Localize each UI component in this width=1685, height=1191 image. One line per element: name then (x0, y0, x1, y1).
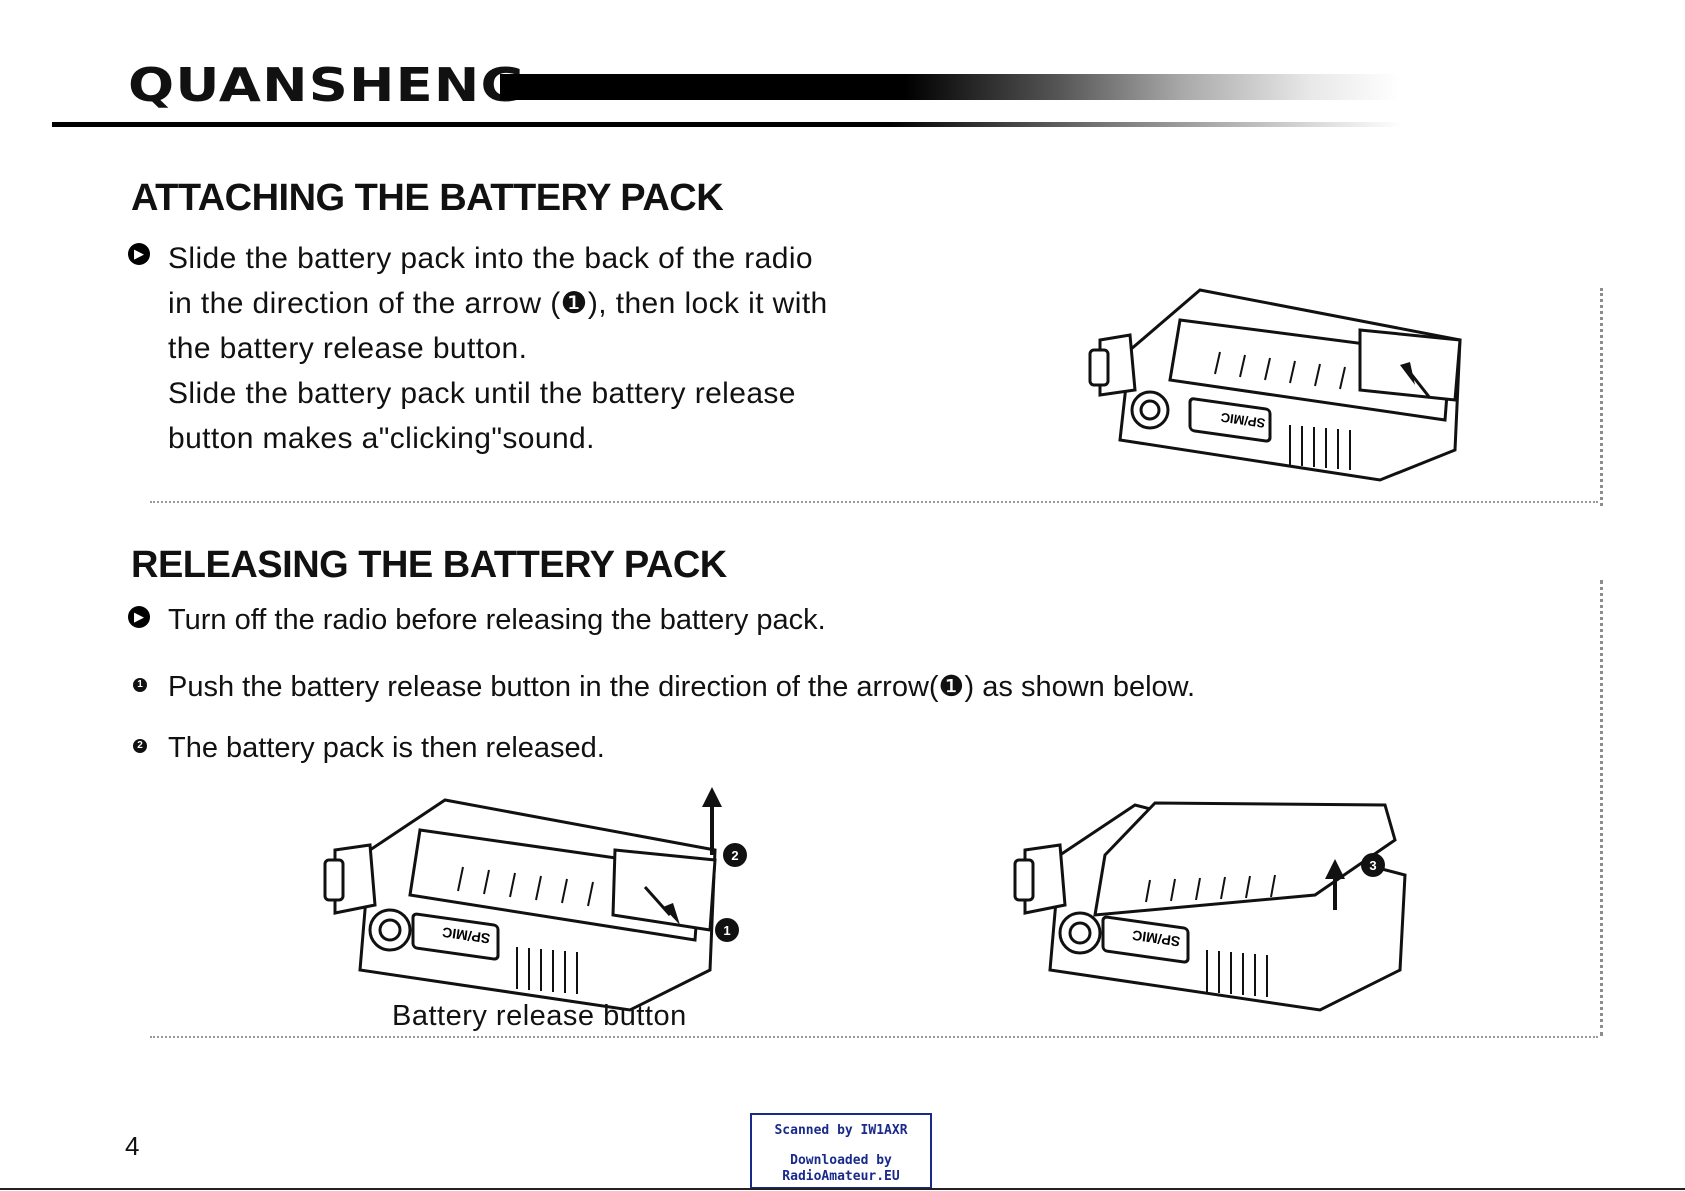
callout-3-icon (1361, 853, 1385, 877)
section-heading-attaching: ATTACHING THE BATTERY PACK (131, 177, 724, 219)
scan-line: Downloaded by (790, 1153, 892, 1168)
attach-line: the battery release button. (168, 332, 528, 365)
scan-line: Scanned by IW1AXR (774, 1123, 908, 1138)
section-divider (150, 1036, 1598, 1038)
page-number: 4 (125, 1131, 140, 1161)
release-step-2: The battery pack is then released. (168, 732, 605, 764)
connector-label: SP/MIC (441, 924, 491, 947)
bullet-arrow-icon: ▶ (128, 606, 150, 628)
attach-instructions: Slide the battery pack into the back of … (168, 236, 928, 461)
step-number-1: 1 (133, 678, 147, 692)
attach-line: Slide the battery pack until the battery… (168, 377, 796, 410)
radio-release-button-illustration: SP/MIC 2 1 (323, 787, 747, 1012)
battery-release-caption: Battery release button (392, 1000, 687, 1032)
connector-label: SP/MIC (1131, 927, 1181, 950)
attach-line: in the direction of the arrow (❶), then … (168, 287, 828, 320)
section-divider (150, 501, 1598, 503)
bullet-arrow-icon: ▶ (128, 243, 150, 265)
header-bar (500, 74, 1400, 100)
scan-stamp: Scanned by IW1AXR Downloaded by RadioAma… (750, 1113, 932, 1189)
scan-line: RadioAmateur.EU (782, 1169, 900, 1184)
brand-logo: QUANSHENG (128, 58, 527, 112)
callout-2-icon (723, 843, 747, 867)
section-heading-releasing: RELEASING THE BATTERY PACK (131, 544, 727, 586)
callout-3-label: 3 (1369, 858, 1376, 873)
radio-battery-released-illustration: SP/MIC 3 (1013, 801, 1407, 1012)
callout-1-icon (715, 918, 739, 942)
radio-attach-illustration: SP/MIC (1088, 288, 1462, 482)
release-step-1: Push the battery release button in the d… (168, 671, 1196, 703)
attach-line: button makes a"clicking"sound. (168, 422, 595, 455)
release-note: Turn off the radio before releasing the … (168, 604, 826, 636)
side-rule (1600, 288, 1603, 506)
callout-2-label: 2 (731, 848, 738, 863)
callout-1-label: 1 (723, 923, 730, 938)
connector-label: SP/MIC (1219, 410, 1266, 431)
bottom-edge (0, 1188, 1685, 1190)
attach-line: Slide the battery pack into the back of … (168, 242, 813, 275)
step-number-2: 2 (133, 739, 147, 753)
side-rule (1600, 580, 1603, 1036)
header-rule (52, 122, 1402, 127)
